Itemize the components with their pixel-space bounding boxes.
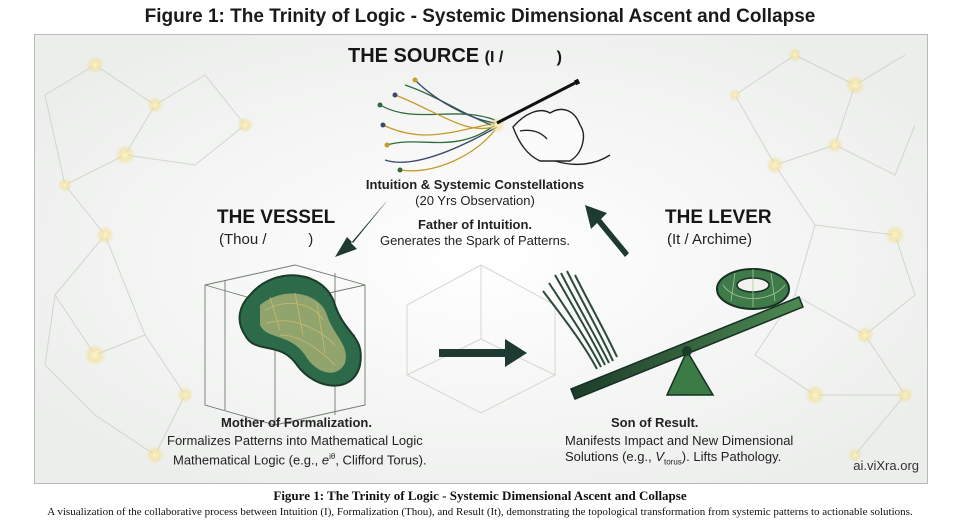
vessel-desc2: Mathematical Logic (e.g., eiθ, Clifford …: [173, 452, 427, 468]
arrow-source-to-vessel: [335, 201, 387, 257]
watermark: ai.viXra.org: [853, 458, 919, 473]
seesaw-lever-icon: [542, 270, 804, 400]
source-role: Father of Intuition.: [417, 217, 533, 232]
lever-desc1: Manifests Impact and New Dimensional: [565, 433, 794, 448]
vessel-heading: THE VESSEL: [217, 207, 336, 228]
caption-text: A visualization of the collaborative pro…: [47, 506, 913, 518]
vessel-role: Mother of Formalization.: [221, 415, 372, 430]
diagram-panel: THE SOURCE (I / ) Intuition & Systemic C…: [34, 34, 928, 484]
source-title: THE SOURCE: [347, 45, 480, 67]
figure-title: Figure 1: The Trinity of Logic - Systemi…: [144, 6, 816, 27]
pattern-network-icon: [377, 77, 505, 173]
arrow-lever-to-source: [585, 205, 629, 257]
vessel-desc1: Formalizes Patterns into Mathematical Lo…: [167, 433, 423, 448]
background-nodes: [58, 48, 913, 464]
lever-role: Son of Result.: [611, 415, 699, 430]
source-line2: (20 Yrs Observation): [415, 193, 535, 208]
source-subtitle: (I / ): [484, 49, 563, 66]
klein-bottle-icon: [238, 274, 362, 387]
torus-icon: [716, 268, 790, 310]
lever-heading: THE LEVER: [665, 207, 772, 228]
hand-with-pen-icon: [496, 78, 611, 166]
arrow-vessel-to-lever: [439, 339, 527, 367]
lever-subtitle: (It / Archime): [667, 231, 753, 248]
caption-title: Figure 1: The Trinity of Logic - Systemi…: [273, 488, 687, 503]
lever-desc2: Solutions (e.g., Vtorus). Lifts Patholog…: [565, 449, 782, 467]
diagram-artwork: [35, 35, 927, 483]
source-heading: THE SOURCE (I / ): [285, 45, 625, 68]
source-role-desc: Generates the Spark of Patterns.: [379, 233, 571, 248]
vessel-subtitle: (Thou / ): [219, 231, 314, 248]
source-line1: Intuition & Systemic Constellations: [365, 177, 585, 192]
